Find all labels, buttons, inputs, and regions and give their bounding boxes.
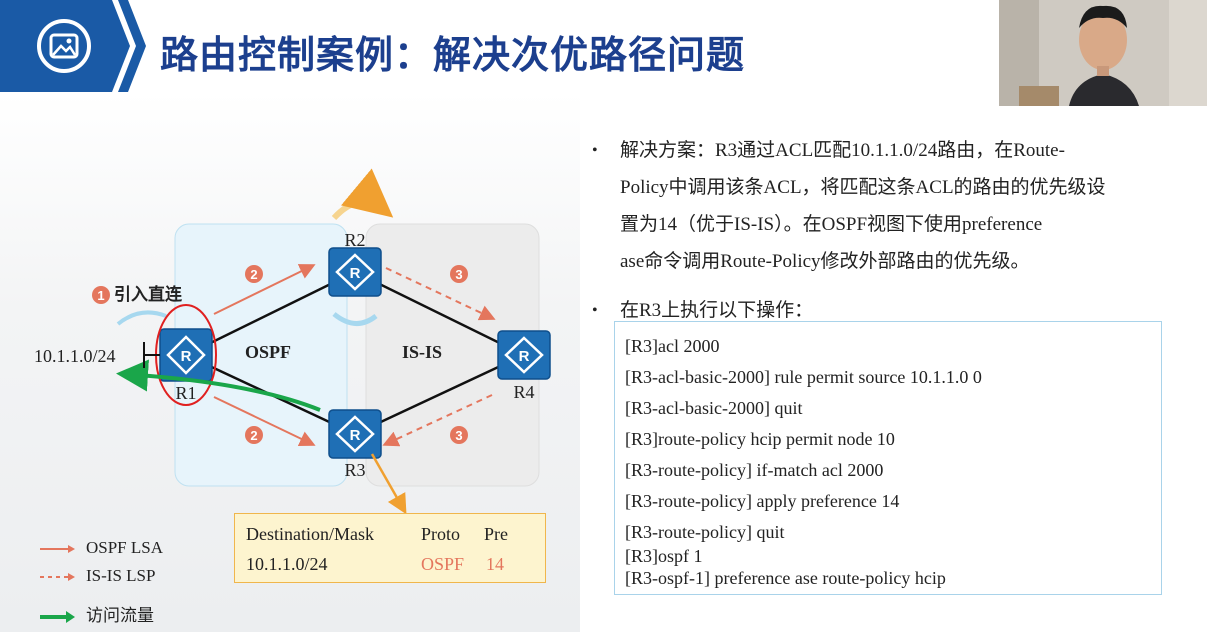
ospf-lsa-arrow — [213, 396, 316, 447]
legend-item: IS-IS LSP — [40, 566, 155, 586]
router-r4-icon: R — [497, 330, 551, 380]
router-r3-icon: R — [328, 409, 382, 459]
command-line: [R3-route-policy] quit — [625, 522, 785, 542]
command-line: [R3]route-policy hcip permit node 10 — [625, 429, 895, 449]
bullet-item: • 解决方案：R3通过ACL匹配10.1.1.0/24路由，在Route- Po… — [592, 132, 1192, 280]
command-line: [R3-ospf-1] preference ase route-policy … — [625, 568, 946, 588]
area-label-ospf: OSPF — [245, 342, 291, 362]
command-line: [R3]ospf 1 — [625, 546, 703, 566]
image-icon — [37, 19, 91, 73]
page-title: 路由控制案例：解决次优路径问题 — [160, 33, 746, 77]
bullet-item: • 在R3上执行以下操作： — [592, 296, 1192, 326]
presenter-image — [999, 0, 1207, 106]
route-table-cell: 10.1.1.0/24 — [246, 554, 328, 574]
route-table: Destination/Mask Proto Pre 10.1.1.0/24 O… — [234, 513, 546, 583]
command-line: [R3]acl 2000 — [625, 336, 720, 356]
link-r3-r4 — [354, 353, 525, 436]
route-table-cell: 14 — [486, 554, 504, 574]
command-line: [R3-route-policy] if-match acl 2000 — [625, 460, 884, 480]
curved-arrow-icon — [332, 312, 378, 326]
step-badge: 1 — [92, 286, 110, 304]
curved-arrow-icon — [116, 310, 167, 326]
bullet-dot: • — [592, 142, 598, 159]
pointer-arrow — [370, 453, 407, 515]
svg-text:R: R — [519, 348, 530, 365]
header-bar: 路由控制案例：解决次优路径问题 — [0, 0, 1207, 92]
green-arrow-icon — [40, 611, 75, 624]
step-badge: 3 — [450, 265, 468, 283]
router-label: R2 — [344, 230, 365, 250]
router-r2-icon: R — [328, 247, 382, 297]
svg-text:2: 2 — [250, 267, 257, 282]
ospf-lsa-arrow — [213, 264, 316, 315]
route-table-cell: OSPF — [421, 554, 465, 574]
webcam-video — [999, 0, 1207, 106]
link-r2-r4 — [354, 270, 525, 357]
solution-text: • 解决方案：R3通过ACL匹配10.1.1.0/24路由，在Route- Po… — [592, 132, 1192, 326]
legend-item: 访问流量 — [40, 601, 154, 626]
curved-arrow-icon — [331, 168, 394, 221]
header-banner — [0, 0, 146, 92]
svg-text:R: R — [181, 348, 192, 365]
router-label: R4 — [513, 382, 534, 402]
router-r1-icon: R — [159, 328, 213, 382]
isis-lsp-arrow — [382, 394, 493, 447]
router-label: R1 — [175, 383, 196, 403]
svg-text:R: R — [350, 265, 361, 282]
legend-item: OSPF LSA — [40, 538, 163, 558]
area-label-isis: IS-IS — [402, 342, 442, 362]
route-table-header: Pre — [484, 524, 508, 544]
legend-label: IS-IS LSP — [86, 566, 156, 585]
network-diagram: 2 2 3 3 1 引入直连 R R R R — [34, 168, 551, 515]
svg-text:3: 3 — [455, 267, 462, 282]
route-table-header: Proto — [421, 524, 461, 544]
step-badge: 2 — [245, 265, 263, 283]
command-line: [R3-acl-basic-2000] rule permit source 1… — [625, 367, 982, 387]
command-line: [R3-acl-basic-2000] quit — [625, 398, 803, 418]
dashed-arrow-icon — [40, 573, 75, 582]
svg-text:2: 2 — [250, 428, 257, 443]
bullet-dot: • — [592, 302, 598, 319]
network-label: 10.1.1.0/24 — [34, 346, 116, 366]
traffic-arrow — [116, 359, 321, 412]
router-label: R3 — [344, 460, 365, 480]
solid-arrow-icon — [40, 545, 75, 554]
svg-text:3: 3 — [455, 428, 462, 443]
legend-label: OSPF LSA — [86, 538, 164, 557]
step-badge: 2 — [245, 426, 263, 444]
command-line: [R3-route-policy] apply preference 14 — [625, 491, 900, 511]
step-badge: 3 — [450, 426, 468, 444]
command-box: [R3]acl 2000 [R3-acl-basic-2000] rule pe… — [614, 321, 1162, 595]
isis-lsp-arrow — [385, 267, 496, 321]
svg-text:1: 1 — [97, 288, 104, 303]
step1-label: 引入直连 — [114, 284, 183, 305]
route-table-header: Destination/Mask — [246, 524, 374, 544]
svg-text:R: R — [350, 427, 361, 444]
legend-label: 访问流量 — [86, 606, 154, 625]
